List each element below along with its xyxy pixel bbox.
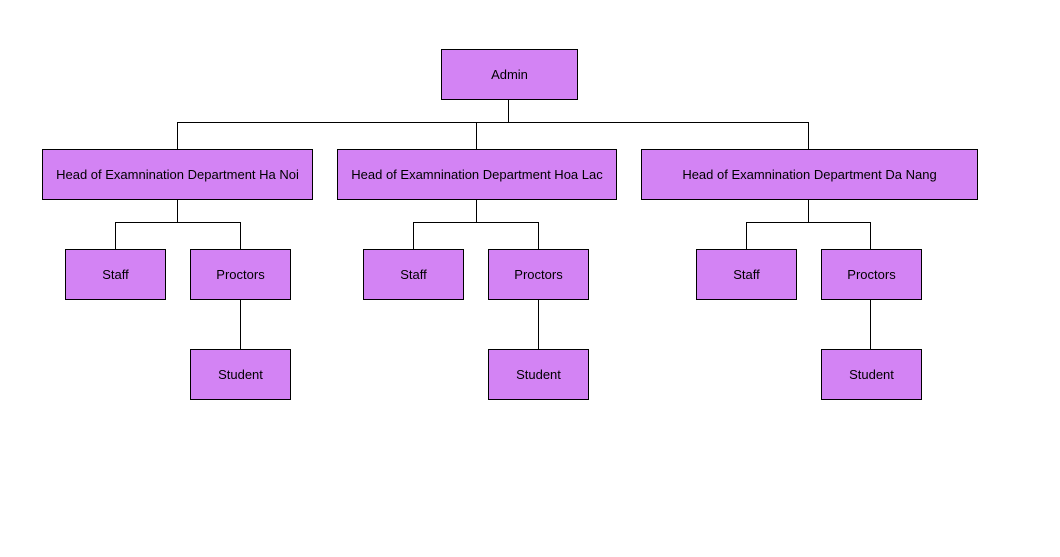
connector xyxy=(538,222,539,250)
connector xyxy=(177,122,178,150)
node-department-ha-noi[interactable]: Head of Examnination Department Ha Noi xyxy=(42,149,313,200)
connector xyxy=(808,122,809,150)
node-student-ha-noi[interactable]: Student xyxy=(190,349,291,400)
connector xyxy=(476,122,477,150)
connector xyxy=(538,299,539,350)
node-admin[interactable]: Admin xyxy=(441,49,578,100)
node-staff-da-nang[interactable]: Staff xyxy=(696,249,797,300)
node-staff-hoa-lac[interactable]: Staff xyxy=(363,249,464,300)
connector xyxy=(177,122,809,123)
connector xyxy=(746,222,747,250)
connector xyxy=(746,222,871,223)
connector xyxy=(413,222,414,250)
connector xyxy=(808,199,809,223)
node-proctors-da-nang[interactable]: Proctors xyxy=(821,249,922,300)
node-staff-ha-noi[interactable]: Staff xyxy=(65,249,166,300)
connector xyxy=(115,222,241,223)
node-proctors-hoa-lac[interactable]: Proctors xyxy=(488,249,589,300)
connector xyxy=(240,299,241,350)
connector xyxy=(413,222,539,223)
node-student-da-nang[interactable]: Student xyxy=(821,349,922,400)
connector xyxy=(508,99,509,123)
node-department-da-nang[interactable]: Head of Examnination Department Da Nang xyxy=(641,149,978,200)
connector xyxy=(240,222,241,250)
node-department-hoa-lac[interactable]: Head of Examnination Department Hoa Lac xyxy=(337,149,617,200)
connector xyxy=(476,199,477,223)
connector xyxy=(870,299,871,350)
node-proctors-ha-noi[interactable]: Proctors xyxy=(190,249,291,300)
connector xyxy=(870,222,871,250)
connector xyxy=(177,199,178,223)
node-student-hoa-lac[interactable]: Student xyxy=(488,349,589,400)
connector xyxy=(115,222,116,250)
